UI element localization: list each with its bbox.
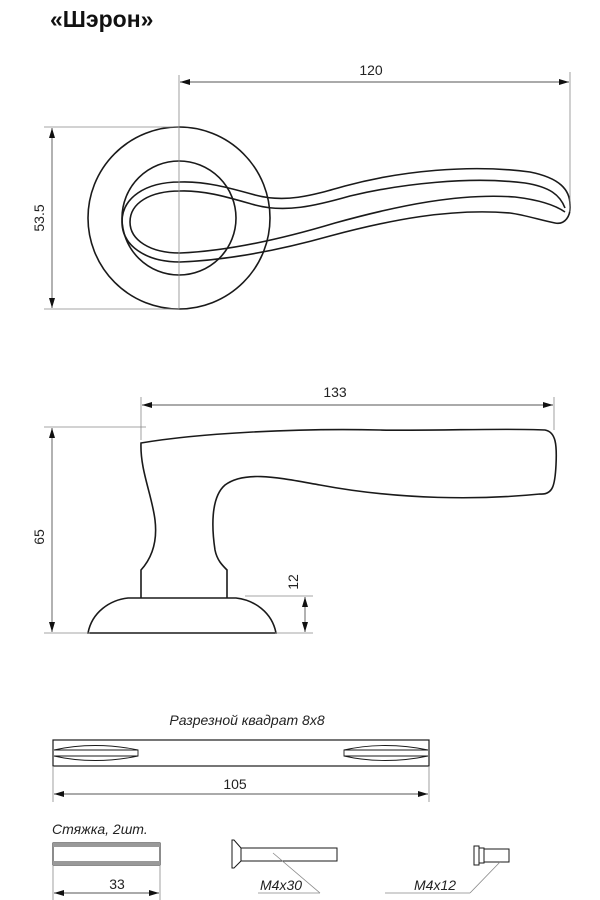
lever-inner-contour <box>129 179 566 254</box>
lever-side-outline <box>140 428 558 598</box>
rosette-side <box>87 597 277 634</box>
screw-m4x30: M4x30 <box>231 839 338 894</box>
top-view: 120 53.5 <box>31 62 571 310</box>
tie-label: Стяжка, 2шт. <box>52 821 148 837</box>
dim-label-53-5: 53.5 <box>31 204 47 231</box>
spindle-label: Разрезной квадрат 8x8 <box>169 712 324 728</box>
dim-label-120: 120 <box>359 62 383 78</box>
dim-label-105: 105 <box>223 776 247 792</box>
lever-outline <box>121 167 571 263</box>
dim-label-133: 133 <box>323 384 347 400</box>
dim-label-12: 12 <box>285 574 301 590</box>
screw-label-m4x30: M4x30 <box>260 877 302 893</box>
side-view: 133 65 12 <box>31 384 558 634</box>
screw-m4x12: M4x12 <box>385 845 510 894</box>
spindle-drawing: Разрезной квадрат 8x8 105 <box>52 712 430 802</box>
screw-label-m4x12: M4x12 <box>414 877 456 893</box>
tie-drawing: Стяжка, 2шт. 33 <box>52 821 161 900</box>
dim-label-65: 65 <box>31 529 47 545</box>
dim-label-33: 33 <box>109 876 125 892</box>
product-title: «Шэрон» <box>50 6 154 32</box>
